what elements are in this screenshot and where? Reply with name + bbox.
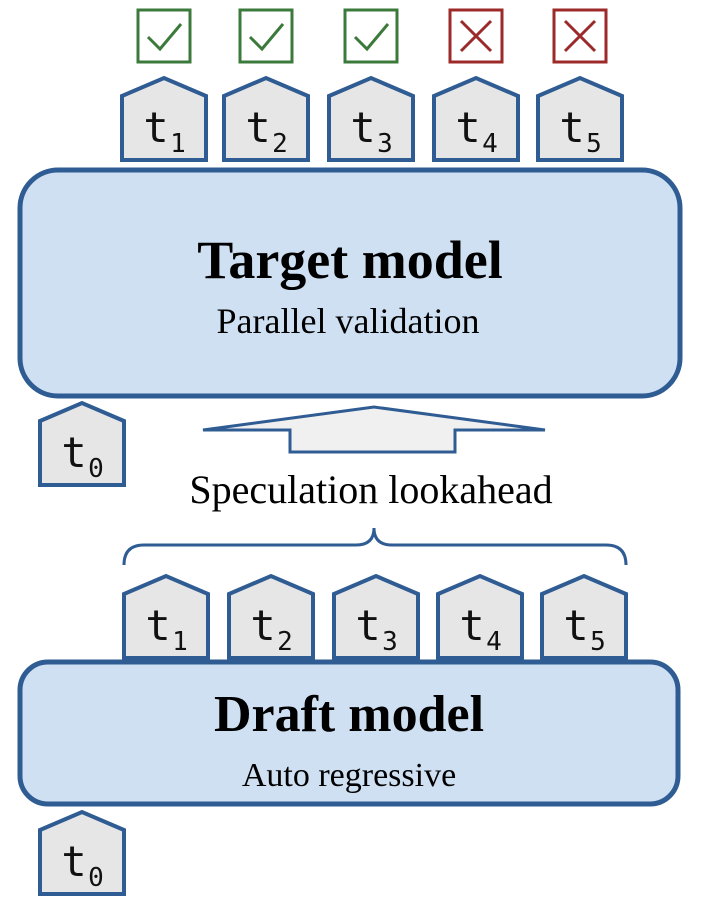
- check-icon: [136, 8, 192, 64]
- target-model-title: Target model: [197, 230, 502, 290]
- token-letter: t: [250, 601, 275, 650]
- token-index: 2: [277, 627, 293, 657]
- draft-model-subtitle: Auto regressive: [242, 757, 456, 794]
- token-shape: [38, 400, 126, 487]
- lookahead-arrow: [202, 405, 546, 454]
- token-index: 5: [586, 129, 602, 159]
- token-shape: [540, 573, 628, 660]
- draft-model-title: Draft model: [214, 686, 484, 743]
- token-shape: [227, 573, 315, 660]
- token-index: 0: [88, 863, 104, 893]
- token-letter: t: [563, 601, 588, 650]
- token-letter: t: [350, 103, 375, 152]
- x-icon: [552, 8, 608, 64]
- token-shape: [120, 75, 208, 162]
- token-shape: [222, 75, 310, 162]
- token-letter: t: [245, 103, 270, 152]
- token-index: 4: [486, 627, 502, 657]
- x-icon: [448, 8, 504, 64]
- token-letter: t: [559, 103, 584, 152]
- token-index: 4: [482, 129, 498, 159]
- token-shape: [327, 75, 415, 162]
- token-index: 1: [170, 129, 186, 159]
- token-letter: t: [61, 428, 86, 477]
- token-index: 1: [172, 627, 188, 657]
- token-letter: t: [145, 601, 170, 650]
- token-shape: [436, 573, 524, 660]
- token-index: 3: [377, 129, 393, 159]
- token-letter: t: [143, 103, 168, 152]
- validation-status-row: [136, 8, 608, 64]
- check-icon: [343, 8, 399, 64]
- check-icon: [238, 8, 294, 64]
- token-shape: [122, 573, 210, 660]
- token-letter: t: [459, 601, 484, 650]
- token-shape: [536, 75, 624, 162]
- token-index: 5: [590, 627, 606, 657]
- token-index: 3: [382, 627, 398, 657]
- lookahead-label: Speculation lookahead: [189, 467, 552, 512]
- lookahead-brace: [122, 527, 628, 566]
- token-index: 0: [88, 454, 104, 484]
- token-letter: t: [355, 601, 380, 650]
- token-shape: [432, 75, 520, 162]
- target-model-box: [17, 167, 683, 399]
- token-letter: t: [61, 837, 86, 886]
- token-shape: [332, 573, 420, 660]
- target-model-subtitle: Parallel validation: [217, 301, 480, 341]
- draft-model-box: [17, 659, 681, 807]
- token-letter: t: [455, 103, 480, 152]
- token-index: 2: [272, 129, 288, 159]
- token-shape: [38, 809, 126, 896]
